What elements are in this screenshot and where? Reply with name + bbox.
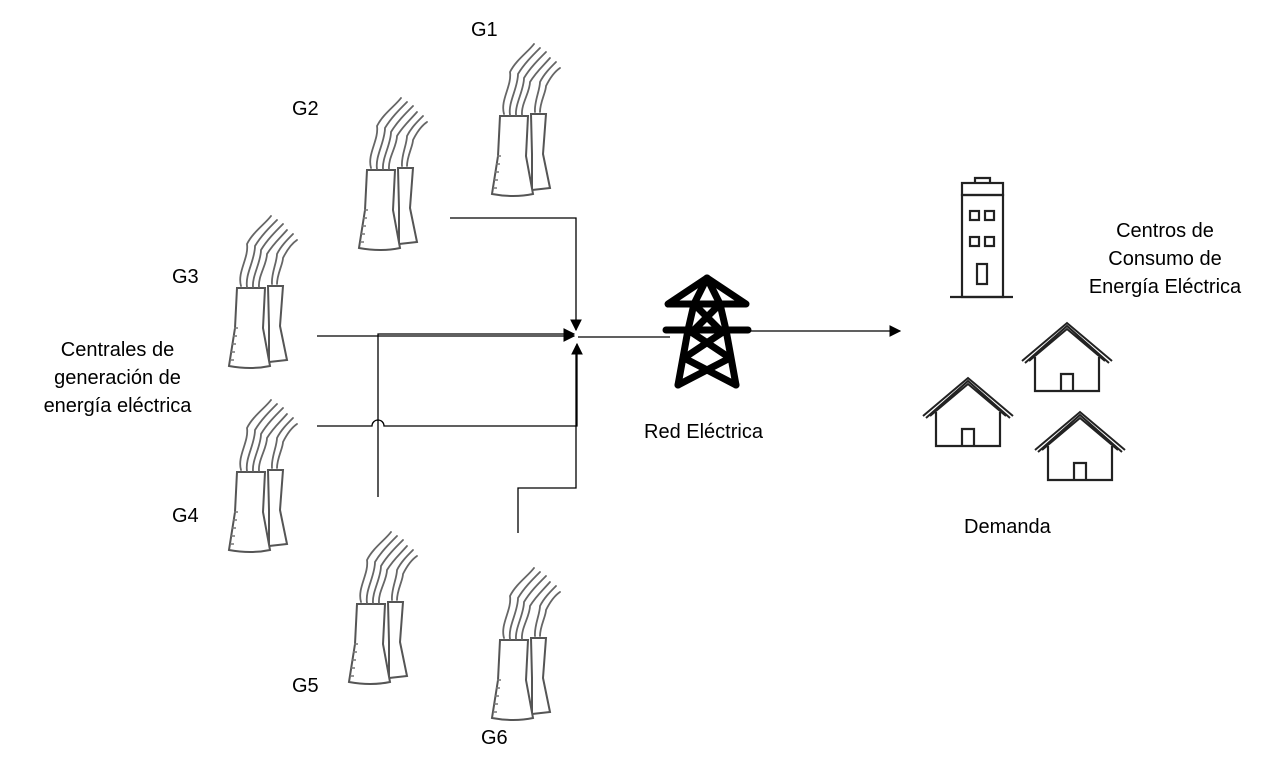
generation-label-line: energía eléctrica <box>43 395 192 417</box>
demand-label: Demanda <box>964 516 1051 538</box>
power-plant-icon <box>358 97 428 251</box>
consumption-label: Centros de Consumo de Energía Eléctrica <box>1070 217 1260 301</box>
power-plant-icon <box>228 399 298 553</box>
office-building-icon <box>950 176 1013 299</box>
consumption-label-line: Consumo de <box>1108 248 1222 270</box>
plant-label-g6: G6 <box>481 727 508 749</box>
plant-label-g1: G1 <box>471 19 498 41</box>
plant-label-g4: G4 <box>172 505 199 527</box>
power-plant-icon <box>491 567 561 721</box>
power-plant-icon <box>228 215 298 369</box>
connector-g5 <box>377 328 576 497</box>
plant-label-g2: G2 <box>292 98 319 120</box>
house-icon <box>1033 410 1127 482</box>
house-icon <box>921 376 1015 448</box>
house-icon <box>1020 321 1114 393</box>
power-plant-icon <box>491 43 561 197</box>
generation-label-line: Centrales de <box>60 339 175 361</box>
grid-label: Red Eléctrica <box>644 421 763 443</box>
connector-g6 <box>517 346 577 533</box>
transmission-tower-icon <box>662 274 752 389</box>
consumption-label-line: Centros de <box>1116 220 1214 242</box>
connector-g4 <box>317 342 583 427</box>
plant-label-g3: G3 <box>172 266 199 288</box>
generation-label: Centrales de generación de energía eléct… <box>15 336 220 420</box>
connection-lines <box>317 217 902 533</box>
consumption-label-line: Energía Eléctrica <box>1088 276 1242 298</box>
generation-label-line: generación de <box>54 367 181 389</box>
connector-g2 <box>450 217 582 332</box>
power-plant-icon <box>348 531 418 685</box>
plant-label-g5: G5 <box>292 675 319 697</box>
